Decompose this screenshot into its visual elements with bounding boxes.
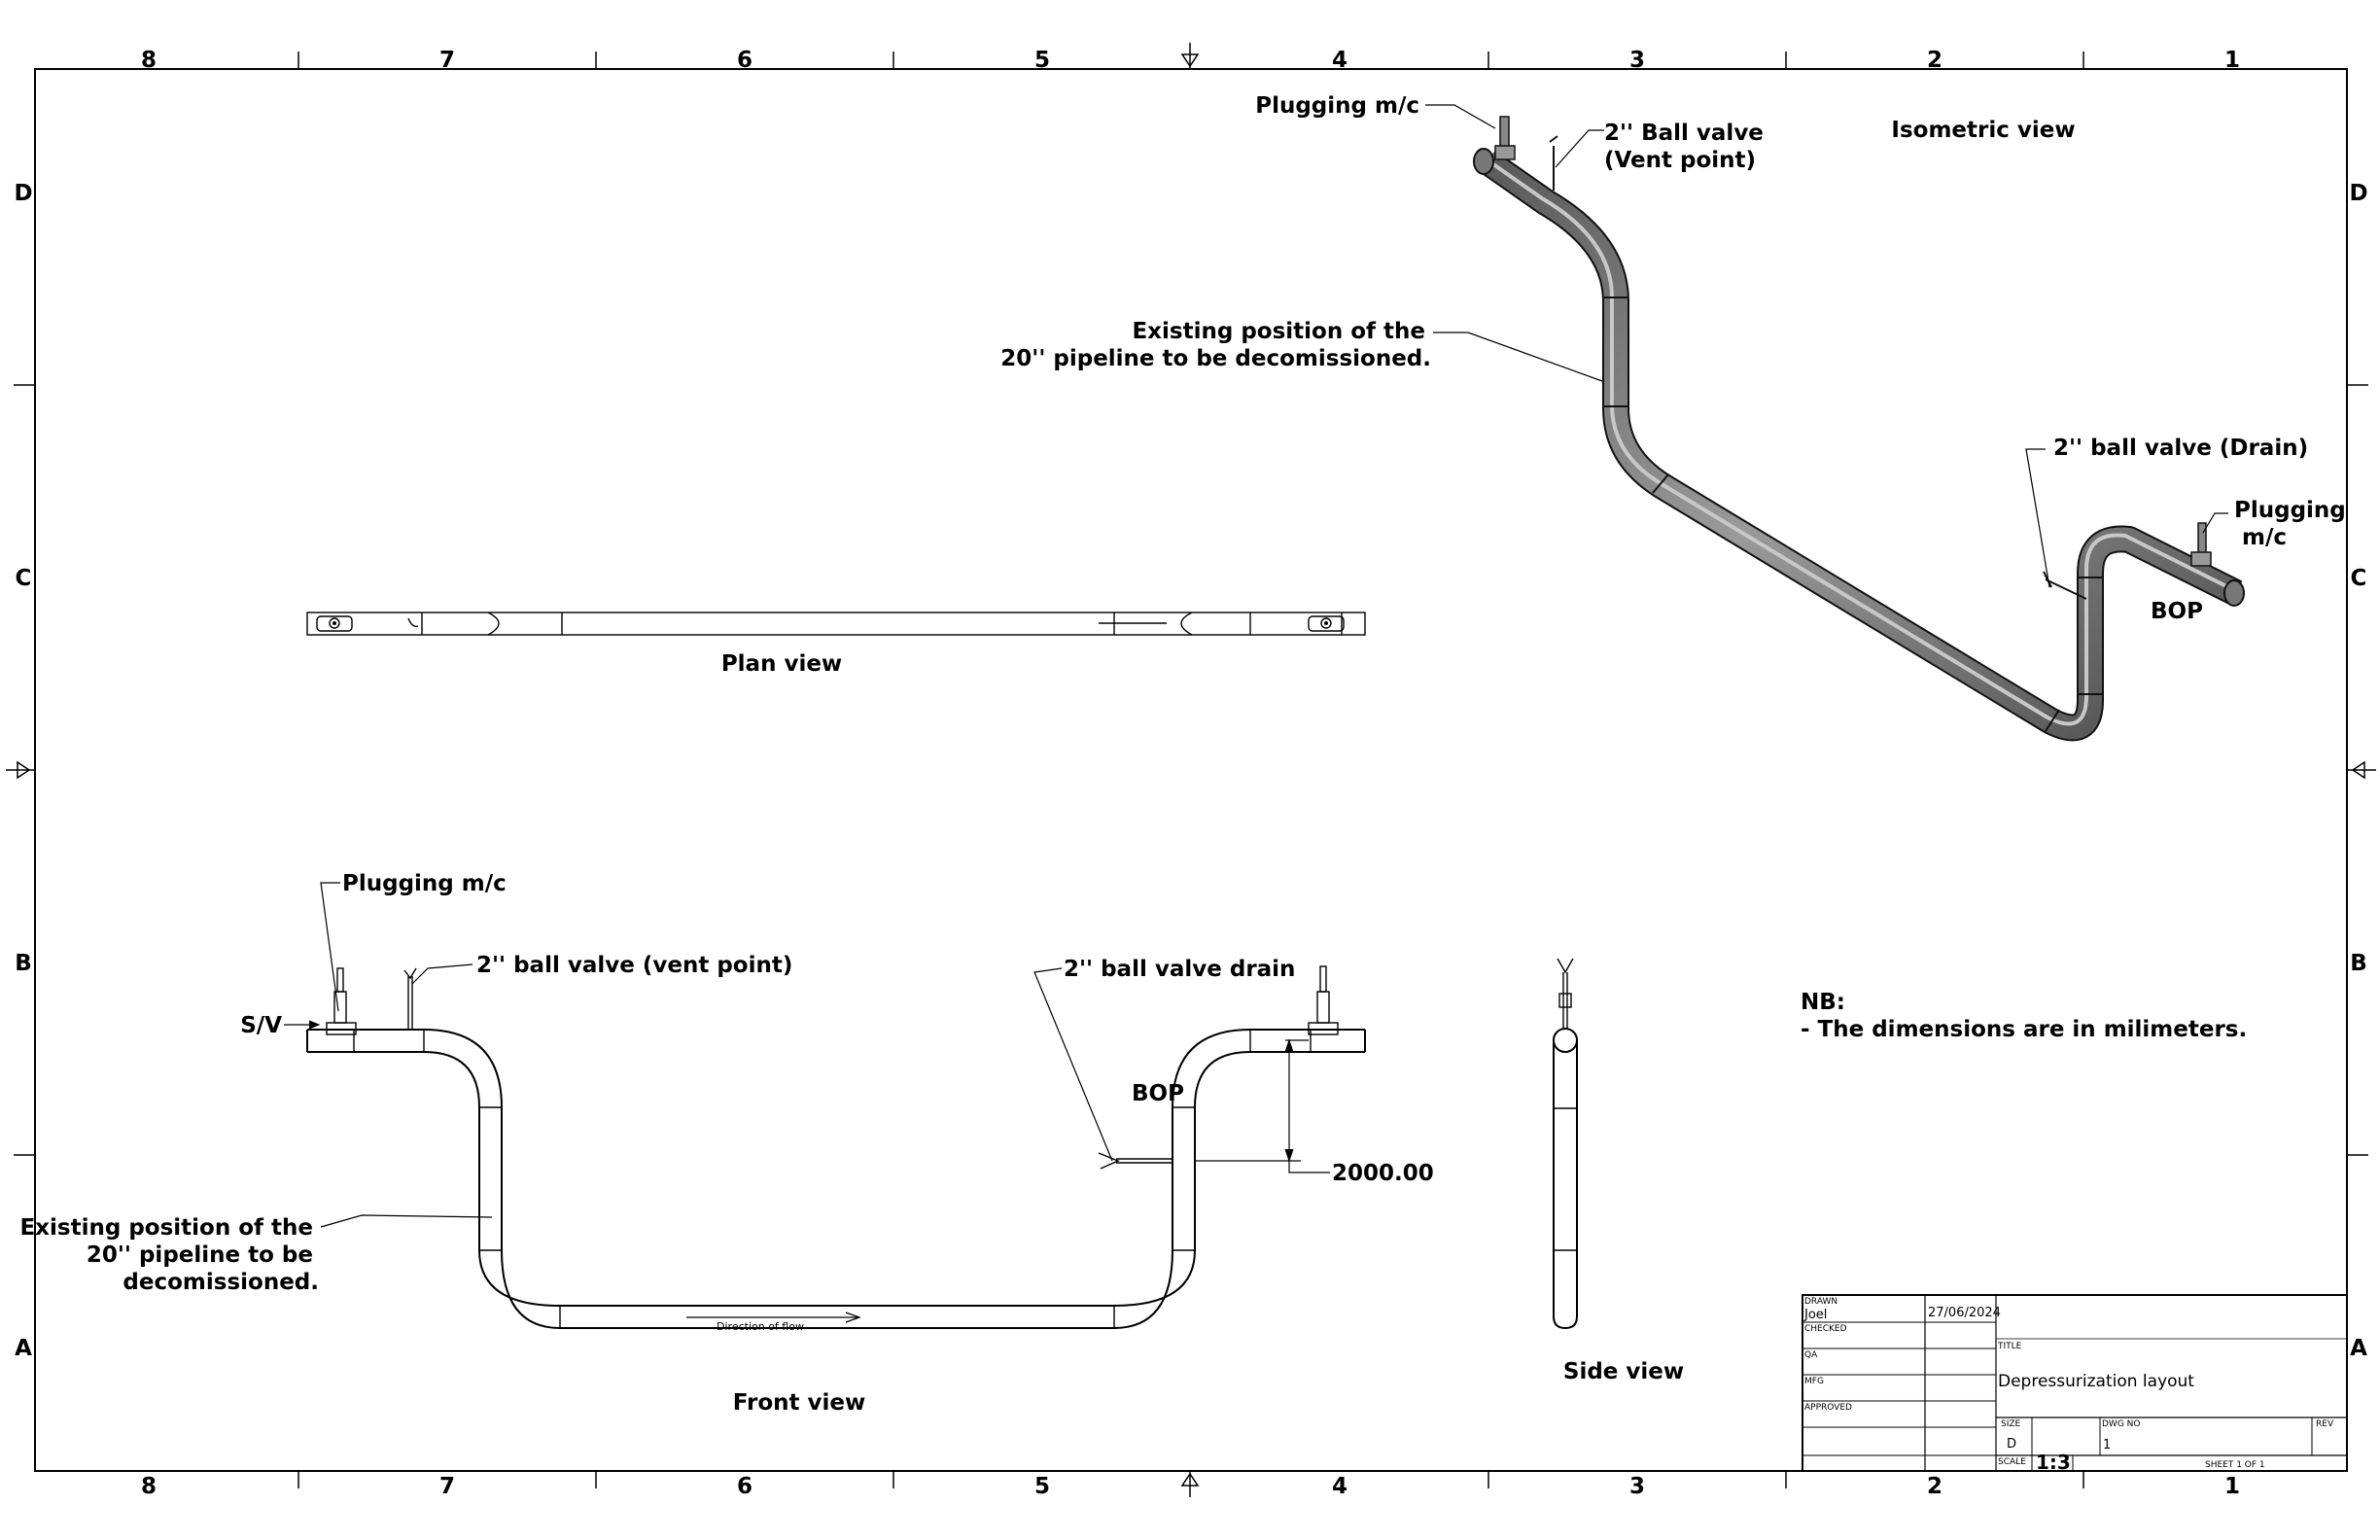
general-note: NB: - The dimensions are in milimeters. [1801, 990, 2247, 1042]
grid-labels: 8 7 6 5 4 3 2 1 8 7 6 5 4 3 2 1 D C B A … [14, 48, 2367, 1499]
iso-drain-label: 2'' ball valve (Drain) [2053, 436, 2308, 461]
flow-direction-label: Direction of flow [717, 1320, 804, 1333]
grid-row-b-right: B [2350, 951, 2367, 976]
tb-size-label: SIZE [2001, 1419, 2021, 1429]
iso-vent-label-1: 2'' Ball valve [1604, 121, 1764, 146]
isometric-view: Isometric view [1000, 93, 2346, 742]
front-view: Direction of flow Plugging m/c 2'' ball … [19, 871, 1433, 1416]
iso-existing-label-2: 20'' pipeline to be decomissioned. [1000, 346, 1431, 371]
grid-col-7-bottom: 7 [439, 1474, 455, 1499]
tb-title: Depressurization layout [1998, 1372, 2194, 1391]
front-vent-label: 2'' ball valve (vent point) [476, 953, 792, 978]
grid-row-d: D [14, 181, 32, 206]
front-existing-label-1: Existing position of the [19, 1215, 313, 1241]
grid-col-6: 6 [737, 48, 752, 73]
grid-col-1-bottom: 1 [2224, 1474, 2240, 1499]
note-text: - The dimensions are in milimeters. [1801, 1017, 2247, 1042]
front-sv-label: S/V [240, 1013, 282, 1038]
grid-col-1: 1 [2224, 48, 2240, 73]
iso-bop-label: BOP [2151, 599, 2203, 624]
tb-sheet: SHEET 1 OF 1 [2205, 1460, 2265, 1470]
grid-row-d-right: D [2349, 181, 2367, 206]
tb-dwg-label: DWG NO [2102, 1419, 2140, 1429]
plan-view-title: Plan view [721, 651, 842, 677]
front-bop-label: BOP [1132, 1081, 1184, 1106]
grid-row-c: C [16, 566, 32, 591]
grid-col-5: 5 [1034, 48, 1050, 73]
center-mark-bottom [1180, 1471, 1200, 1497]
front-dimension-label: 2000.00 [1332, 1161, 1434, 1186]
grid-col-8-bottom: 8 [141, 1474, 157, 1499]
side-view-title: Side view [1563, 1359, 1684, 1384]
grid-col-6-bottom: 6 [737, 1474, 752, 1499]
tb-drawn-label: DRAWN [1804, 1297, 1838, 1307]
tb-approved-label: APPROVED [1804, 1403, 1852, 1413]
tb-mfg-label: MFG [1804, 1377, 1824, 1386]
tb-drawn-date: 27/06/2024 [1928, 1306, 2001, 1320]
iso-plugging-left-label: Plugging m/c [1255, 93, 1419, 119]
note-heading: NB: [1801, 990, 1845, 1015]
title-block: DRAWN Joel 27/06/2024 CHECKED QA MFG APP… [1802, 1294, 2348, 1474]
grid-row-a-right: A [2350, 1336, 2367, 1361]
tb-title-label: TITLE [1997, 1342, 2022, 1351]
tb-scale-label: SCALE [1998, 1457, 2026, 1467]
side-view: Side view [1553, 958, 1684, 1384]
grid-col-4: 4 [1332, 48, 1348, 73]
front-existing-label-3: decomissioned. [122, 1270, 319, 1295]
border-frame [6, 43, 2376, 1497]
front-drain-label: 2'' ball valve drain [1064, 957, 1295, 982]
grid-col-2-bottom: 2 [1927, 1474, 1942, 1499]
grid-row-c-right: C [2351, 566, 2367, 591]
iso-existing-label-1: Existing position of the [1132, 319, 1425, 344]
grid-col-2: 2 [1927, 48, 1942, 73]
tb-drawn-name: Joel [1803, 1308, 1827, 1322]
grid-col-3-bottom: 3 [1629, 1474, 1645, 1499]
tb-rev-label: REV [2316, 1419, 2334, 1429]
grid-row-a: A [15, 1336, 32, 1361]
tb-checked-label: CHECKED [1804, 1324, 1847, 1334]
grid-col-8: 8 [141, 48, 157, 73]
front-existing-label-2: 20'' pipeline to be [87, 1242, 313, 1268]
tb-dwg-no: 1 [2103, 1438, 2111, 1452]
isometric-view-title: Isometric view [1891, 118, 2075, 143]
tb-scale: 1:3 [2036, 1451, 2071, 1474]
iso-vent-label-2: (Vent point) [1604, 148, 1756, 173]
front-view-title: Front view [733, 1390, 865, 1416]
grid-col-3: 3 [1629, 48, 1645, 73]
center-mark-top [1180, 43, 1200, 69]
center-mark-right [2347, 760, 2376, 780]
grid-col-4-bottom: 4 [1332, 1474, 1348, 1499]
grid-col-5-bottom: 5 [1034, 1474, 1050, 1499]
front-plugging-label: Plugging m/c [342, 871, 507, 896]
isometric-pipe [1473, 116, 2245, 742]
tb-qa-label: QA [1804, 1350, 1818, 1360]
tb-size: D [2007, 1437, 2016, 1452]
plan-view: Plan view [306, 612, 1366, 677]
center-mark-left [6, 760, 35, 780]
iso-plugging-right-label-1: Plugging [2234, 498, 2346, 523]
iso-plugging-right-label-2: m/c [2242, 525, 2287, 550]
grid-col-7: 7 [439, 48, 455, 73]
grid-row-b: B [15, 951, 32, 976]
